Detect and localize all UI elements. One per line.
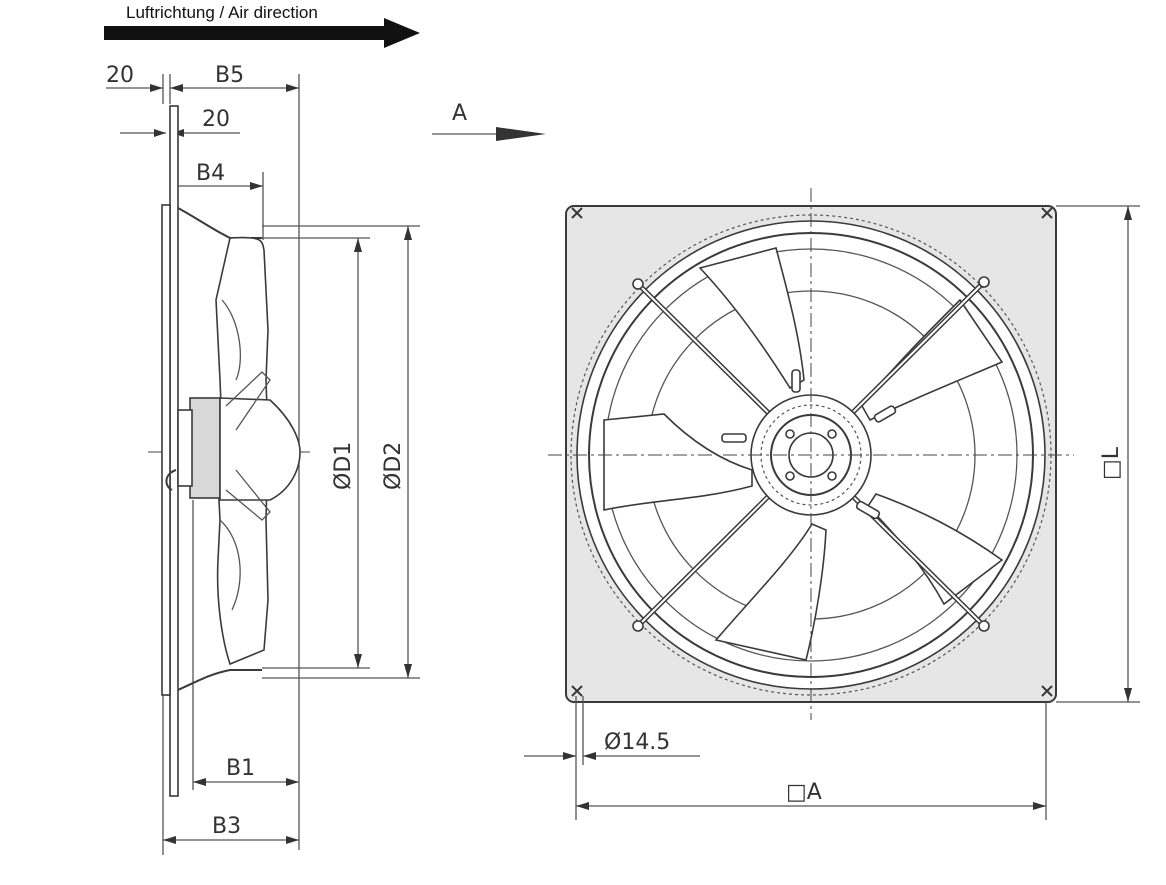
side-view: 20 B5 20 B4 xyxy=(106,63,420,855)
dim-square-l: □L xyxy=(1099,446,1124,480)
air-direction: Luftrichtung / Air direction xyxy=(104,3,420,48)
view-a-label: A xyxy=(452,101,467,126)
view-arrow-icon xyxy=(496,127,546,141)
dim-hole-diameter: Ø14.5 xyxy=(604,730,670,755)
dim-b5: B5 xyxy=(215,63,244,88)
hole-icon xyxy=(571,685,583,697)
view-a-marker: A xyxy=(432,101,546,141)
dim-b4: B4 xyxy=(196,161,225,186)
front-view: □L Ø14.5 □A xyxy=(524,188,1140,820)
right-arrow-icon xyxy=(104,18,420,48)
dim-thickness-20: 20 xyxy=(202,107,230,132)
dim-square-a: □A xyxy=(786,780,822,805)
dim-d2: ØD2 xyxy=(381,442,406,490)
air-direction-label: Luftrichtung / Air direction xyxy=(126,3,318,22)
dim-flange-20: 20 xyxy=(106,63,134,88)
hole-icon xyxy=(1041,207,1053,219)
fan-blades xyxy=(603,247,1004,661)
dim-b1: B1 xyxy=(226,756,255,781)
dim-d1: ØD1 xyxy=(331,442,356,490)
dim-b3: B3 xyxy=(212,814,241,839)
hole-icon xyxy=(571,207,583,219)
hole-icon xyxy=(1041,685,1053,697)
